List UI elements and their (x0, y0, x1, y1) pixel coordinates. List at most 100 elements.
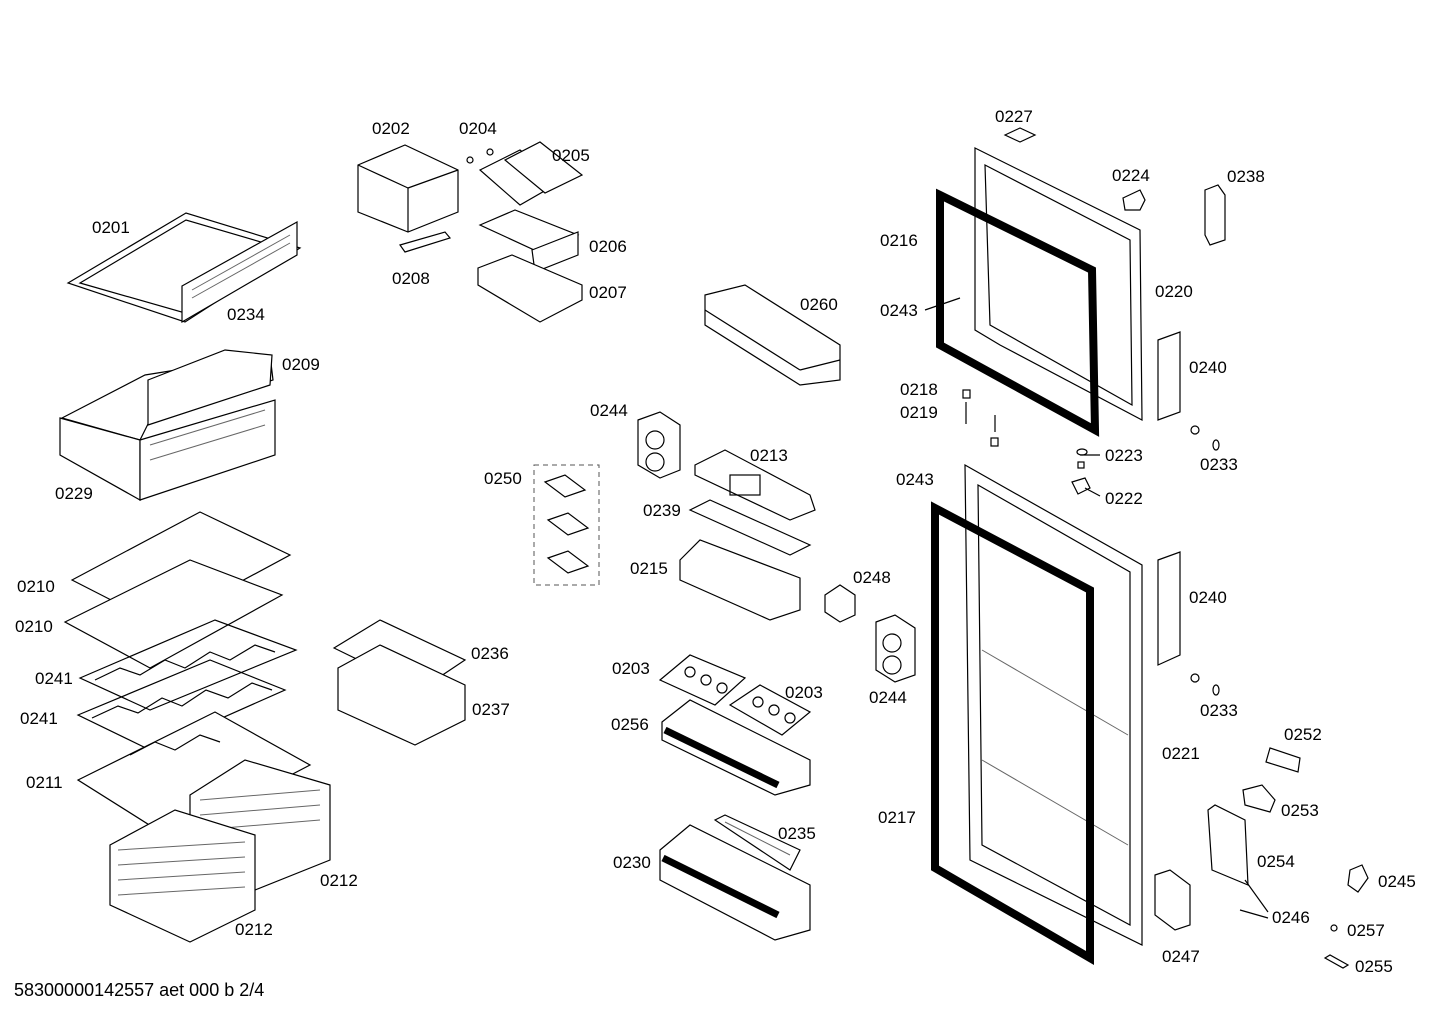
part-label-0220: 0220 (1155, 282, 1193, 301)
part-label-0243: 0243 (896, 470, 934, 489)
part-label-0221: 0221 (1162, 744, 1200, 763)
part-drawing-0252-label (1265, 747, 1301, 773)
part-label-0239: 0239 (643, 501, 681, 520)
part-label-0229: 0229 (55, 484, 93, 503)
part-drawing-0244-hinge-cover-lower (875, 614, 916, 683)
part-drawing-0254-hinge-bracket (1207, 804, 1249, 886)
part-label-0252: 0252 (1284, 725, 1322, 744)
part-label-0203: 0203 (612, 659, 650, 678)
part-drawing-0210-glass-shelf-lower (63, 559, 284, 669)
part-label-0244: 0244 (869, 688, 907, 707)
part-label-0246: 0246 (1272, 908, 1310, 927)
part-label-0254: 0254 (1257, 852, 1295, 871)
part-label-0234: 0234 (227, 305, 265, 324)
part-label-0248: 0248 (853, 568, 891, 587)
part-label-0213: 0213 (750, 446, 788, 465)
part-label-0245: 0245 (1378, 872, 1416, 891)
part-label-0255: 0255 (1355, 957, 1393, 976)
part-drawing-0208-strip (399, 231, 452, 253)
part-label-0212: 0212 (235, 920, 273, 939)
part-label-0218: 0218 (900, 380, 938, 399)
part-drawing-0240-handle-upper (1157, 331, 1181, 421)
part-label-0216: 0216 (880, 231, 918, 250)
part-drawing-0212-crisper-drawer-front (109, 809, 256, 943)
part-drawing-0253-bracket (1242, 784, 1276, 813)
part-label-0210: 0210 (17, 577, 55, 596)
part-drawing-0241-wine-rack-upper (78, 619, 298, 711)
document-code: 58300000142557 aet 000 b 2/4 (14, 980, 265, 1000)
part-label-0205: 0205 (552, 146, 590, 165)
part-drawing-0238-hinge-trim (1204, 184, 1226, 246)
part-drawing-0203-egg-tray-right (728, 684, 812, 736)
part-label-0244: 0244 (590, 401, 628, 420)
part-drawing-0209-crisper-cover (60, 349, 274, 441)
part-label-0210: 0210 (15, 617, 53, 636)
part-label-0224: 0224 (1112, 166, 1150, 185)
part-label-0243: 0243 (880, 301, 918, 320)
part-label-0207: 0207 (589, 283, 627, 302)
part-label-0233: 0233 (1200, 701, 1238, 720)
part-drawing-0244-hinge-cover-upper (637, 411, 681, 479)
part-drawing-0217-fridge-door-gasket (931, 501, 1094, 965)
part-drawing-0248-damper (824, 584, 856, 623)
part-drawing-0245-latch (1347, 864, 1369, 893)
part-drawing-0241-wine-rack-lower (76, 659, 287, 751)
part-label-0227: 0227 (995, 107, 1033, 126)
part-label-0206: 0206 (589, 237, 627, 256)
part-drawing-0205-ice-trays (478, 141, 584, 206)
part-label-0204: 0204 (459, 119, 497, 138)
part-drawing-0202-cover-box (357, 144, 459, 233)
part-label-0253: 0253 (1281, 801, 1319, 820)
part-label-0219: 0219 (900, 403, 938, 422)
part-label-0240: 0240 (1189, 588, 1227, 607)
part-drawing-0220-freezer-door (974, 147, 1143, 422)
part-drawing-0237-container (337, 644, 466, 746)
part-drawing-0250-frame-set (533, 464, 600, 586)
part-labels: 0201 0202 0203 0203 0204 0205 0206 0207 … (15, 107, 1416, 976)
part-drawing-0234-shelf-front (181, 220, 298, 324)
part-label-0238: 0238 (1227, 167, 1265, 186)
leader-lines (924, 297, 1269, 919)
part-drawing-0255-0257-small-parts (1323, 924, 1350, 969)
part-label-0241: 0241 (20, 709, 58, 728)
part-drawing-0239-seal-frame (688, 499, 812, 556)
part-label-0257: 0257 (1347, 921, 1385, 940)
part-drawing-0229-crisper-frame (59, 399, 276, 502)
part-label-0256: 0256 (611, 715, 649, 734)
part-drawing-0215-door-bin (679, 539, 801, 621)
part-label-0208: 0208 (392, 269, 430, 288)
part-label-0233: 0233 (1200, 455, 1238, 474)
part-label-0201: 0201 (92, 218, 130, 237)
part-drawing-0207-ice-box (477, 254, 583, 323)
part-drawing-0213-control-panel (694, 449, 816, 521)
part-drawing-0240-handle-lower (1157, 551, 1181, 666)
part-drawing-0204-screws (466, 148, 494, 164)
part-drawing-0256-door-bin (661, 699, 811, 796)
part-label-0240: 0240 (1189, 358, 1227, 377)
part-label-0237: 0237 (472, 700, 510, 719)
part-label-0212: 0212 (320, 871, 358, 890)
part-drawing-0235-bottle-divider (713, 814, 801, 871)
part-label-0236: 0236 (471, 644, 509, 663)
part-label-0241: 0241 (35, 669, 73, 688)
part-drawing-0224-cap (1122, 189, 1146, 211)
part-drawing-0260-door-shelf (704, 284, 841, 386)
part-label-0230: 0230 (613, 853, 651, 872)
part-label-0223: 0223 (1105, 446, 1143, 465)
part-label-0209: 0209 (282, 355, 320, 374)
part-label-0250: 0250 (484, 469, 522, 488)
part-drawing-0216-freezer-door-gasket (936, 188, 1100, 437)
part-drawing-0230-bottle-bin (659, 824, 811, 941)
part-label-0235: 0235 (778, 824, 816, 843)
part-drawing-0218-0219-fasteners (962, 389, 999, 447)
part-drawing-0221-fridge-door (964, 463, 1143, 946)
part-label-0260: 0260 (800, 295, 838, 314)
part-label-0217: 0217 (878, 808, 916, 827)
part-label-0247: 0247 (1162, 947, 1200, 966)
part-label-0211: 0211 (26, 773, 63, 792)
part-drawing-0227-cap (1003, 127, 1037, 143)
part-label-0203: 0203 (785, 683, 823, 702)
part-label-0222: 0222 (1105, 489, 1143, 508)
part-label-0202: 0202 (372, 119, 410, 138)
